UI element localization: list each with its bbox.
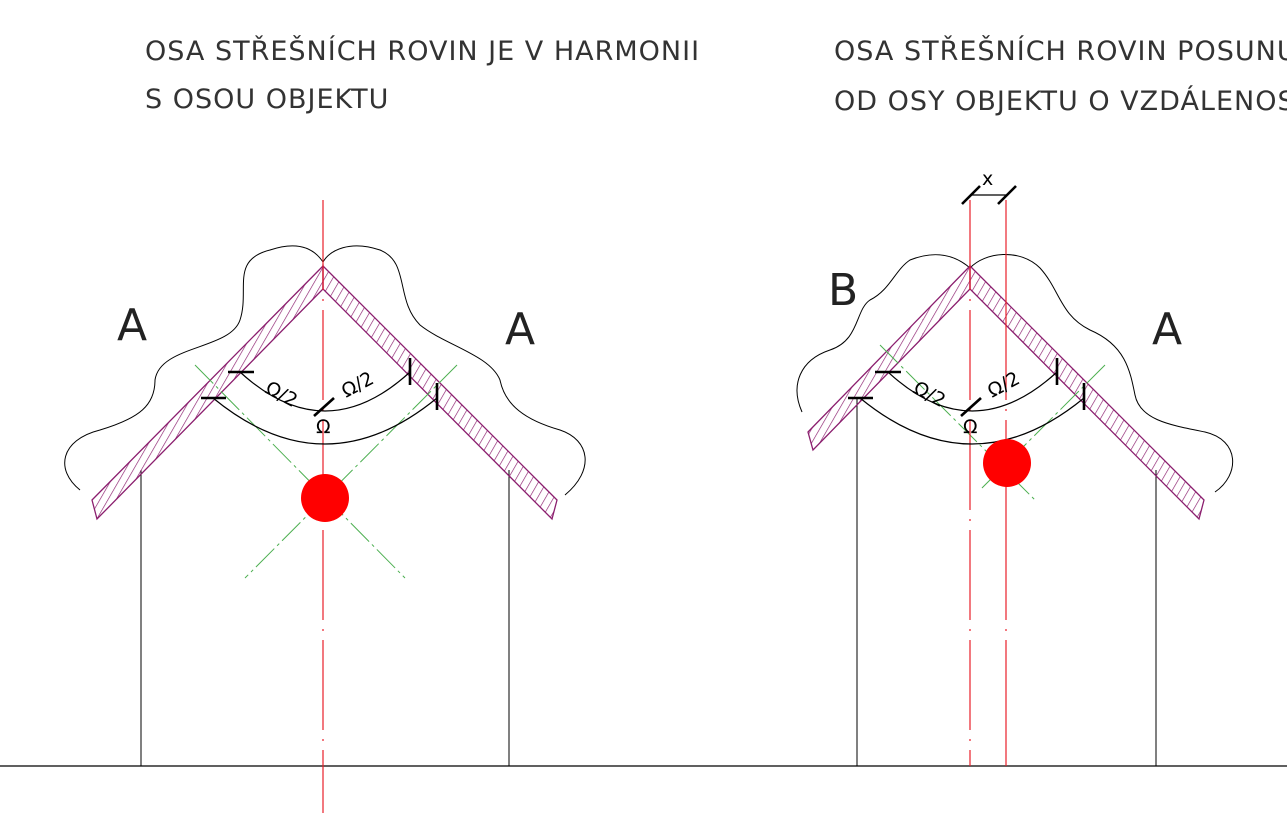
right-label-a: A bbox=[1152, 304, 1182, 355]
right-angle-arc-outer bbox=[859, 397, 1085, 445]
right-roof-cloud-outline bbox=[796, 254, 1234, 493]
right-offset-tick-right bbox=[997, 185, 1017, 205]
right-offset-tick-left bbox=[961, 185, 981, 205]
right-angle-arc-inner bbox=[887, 371, 1058, 412]
right-chimney-dot bbox=[983, 439, 1031, 487]
left-angle-half-right: Ω/2 bbox=[338, 367, 377, 402]
right-guide-line-2 bbox=[979, 364, 1106, 491]
left-title-line1: OSA STŘEŠNÍCH ROVIN JE V HARMONII bbox=[145, 35, 700, 67]
left-title-line2: S OSOU OBJEKTU bbox=[145, 84, 389, 115]
right-tick-center bbox=[960, 397, 982, 417]
right-angle-half-right: Ω/2 bbox=[984, 367, 1023, 402]
left-tick-center bbox=[313, 397, 335, 417]
left-label-a-right: A bbox=[505, 304, 535, 355]
right-panel: OSA STŘEŠNÍCH ROVIN POSUNUTÁ OD OSY OBJE… bbox=[796, 35, 1287, 766]
left-panel: OSA STŘEŠNÍCH ROVIN JE V HARMONII S OSOU… bbox=[64, 35, 700, 813]
right-angle-full: Ω bbox=[963, 416, 978, 438]
left-angle-arc-inner bbox=[239, 371, 411, 412]
right-title-line1: OSA STŘEŠNÍCH ROVIN POSUNUTÁ bbox=[834, 35, 1287, 67]
left-guide-line-2 bbox=[244, 364, 458, 579]
left-label-a-left: A bbox=[117, 300, 147, 351]
right-label-b: B bbox=[828, 265, 858, 316]
left-guide-line-1 bbox=[194, 364, 406, 579]
left-angle-arc-outer bbox=[212, 397, 438, 445]
right-offset-label: x bbox=[982, 168, 993, 190]
left-angle-full: Ω bbox=[316, 416, 331, 438]
right-title-line2: OD OSY OBJEKTU O VZDÁLENOST x bbox=[834, 85, 1287, 117]
left-chimney-dot bbox=[301, 474, 349, 522]
